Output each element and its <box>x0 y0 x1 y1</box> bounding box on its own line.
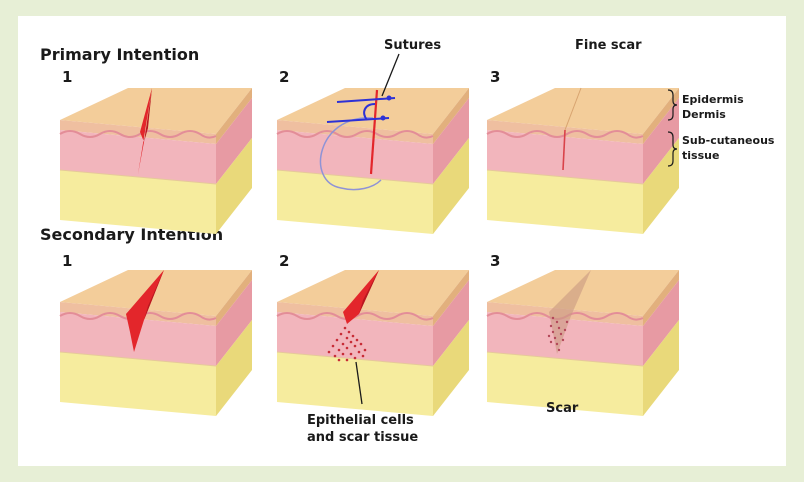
step-number-primary-2: 2 <box>279 68 289 86</box>
skin-block-secondary-2 <box>276 269 470 417</box>
skin-block-primary-3 <box>486 87 680 235</box>
step-number-secondary-2: 2 <box>279 252 289 270</box>
subcutaneous-label-line2: tissue <box>682 149 719 162</box>
dermis-label: Dermis <box>682 108 726 121</box>
skin-block-primary-1 <box>59 87 253 235</box>
scar-label: Scar <box>546 401 579 416</box>
skin-block-secondary-3 <box>486 269 680 417</box>
skin-block-primary-2 <box>276 87 470 235</box>
step-number-secondary-1: 1 <box>62 252 72 270</box>
epithelial-cells-label-line2: and scar tissue <box>307 430 418 445</box>
subcutaneous-bracket <box>667 131 678 167</box>
sutures-pointer <box>381 53 400 97</box>
epithelial-cells-pointer <box>355 361 363 405</box>
step-number-secondary-3: 3 <box>490 252 500 270</box>
epithelial-cells-label-line1: Epithelial cells <box>307 413 414 428</box>
step-number-primary-1: 1 <box>62 68 72 86</box>
subcutaneous-label-line1: Sub-cutaneous <box>682 134 775 147</box>
sutures-label: Sutures <box>384 38 441 53</box>
fine-scar-label: Fine scar <box>575 38 642 53</box>
step-number-primary-3: 3 <box>490 68 500 86</box>
primary-intention-title: Primary Intention <box>40 45 199 64</box>
epidermis-label: Epidermis <box>682 93 744 106</box>
skin-block-secondary-1 <box>59 269 253 417</box>
epidermis-dermis-bracket <box>667 89 678 121</box>
